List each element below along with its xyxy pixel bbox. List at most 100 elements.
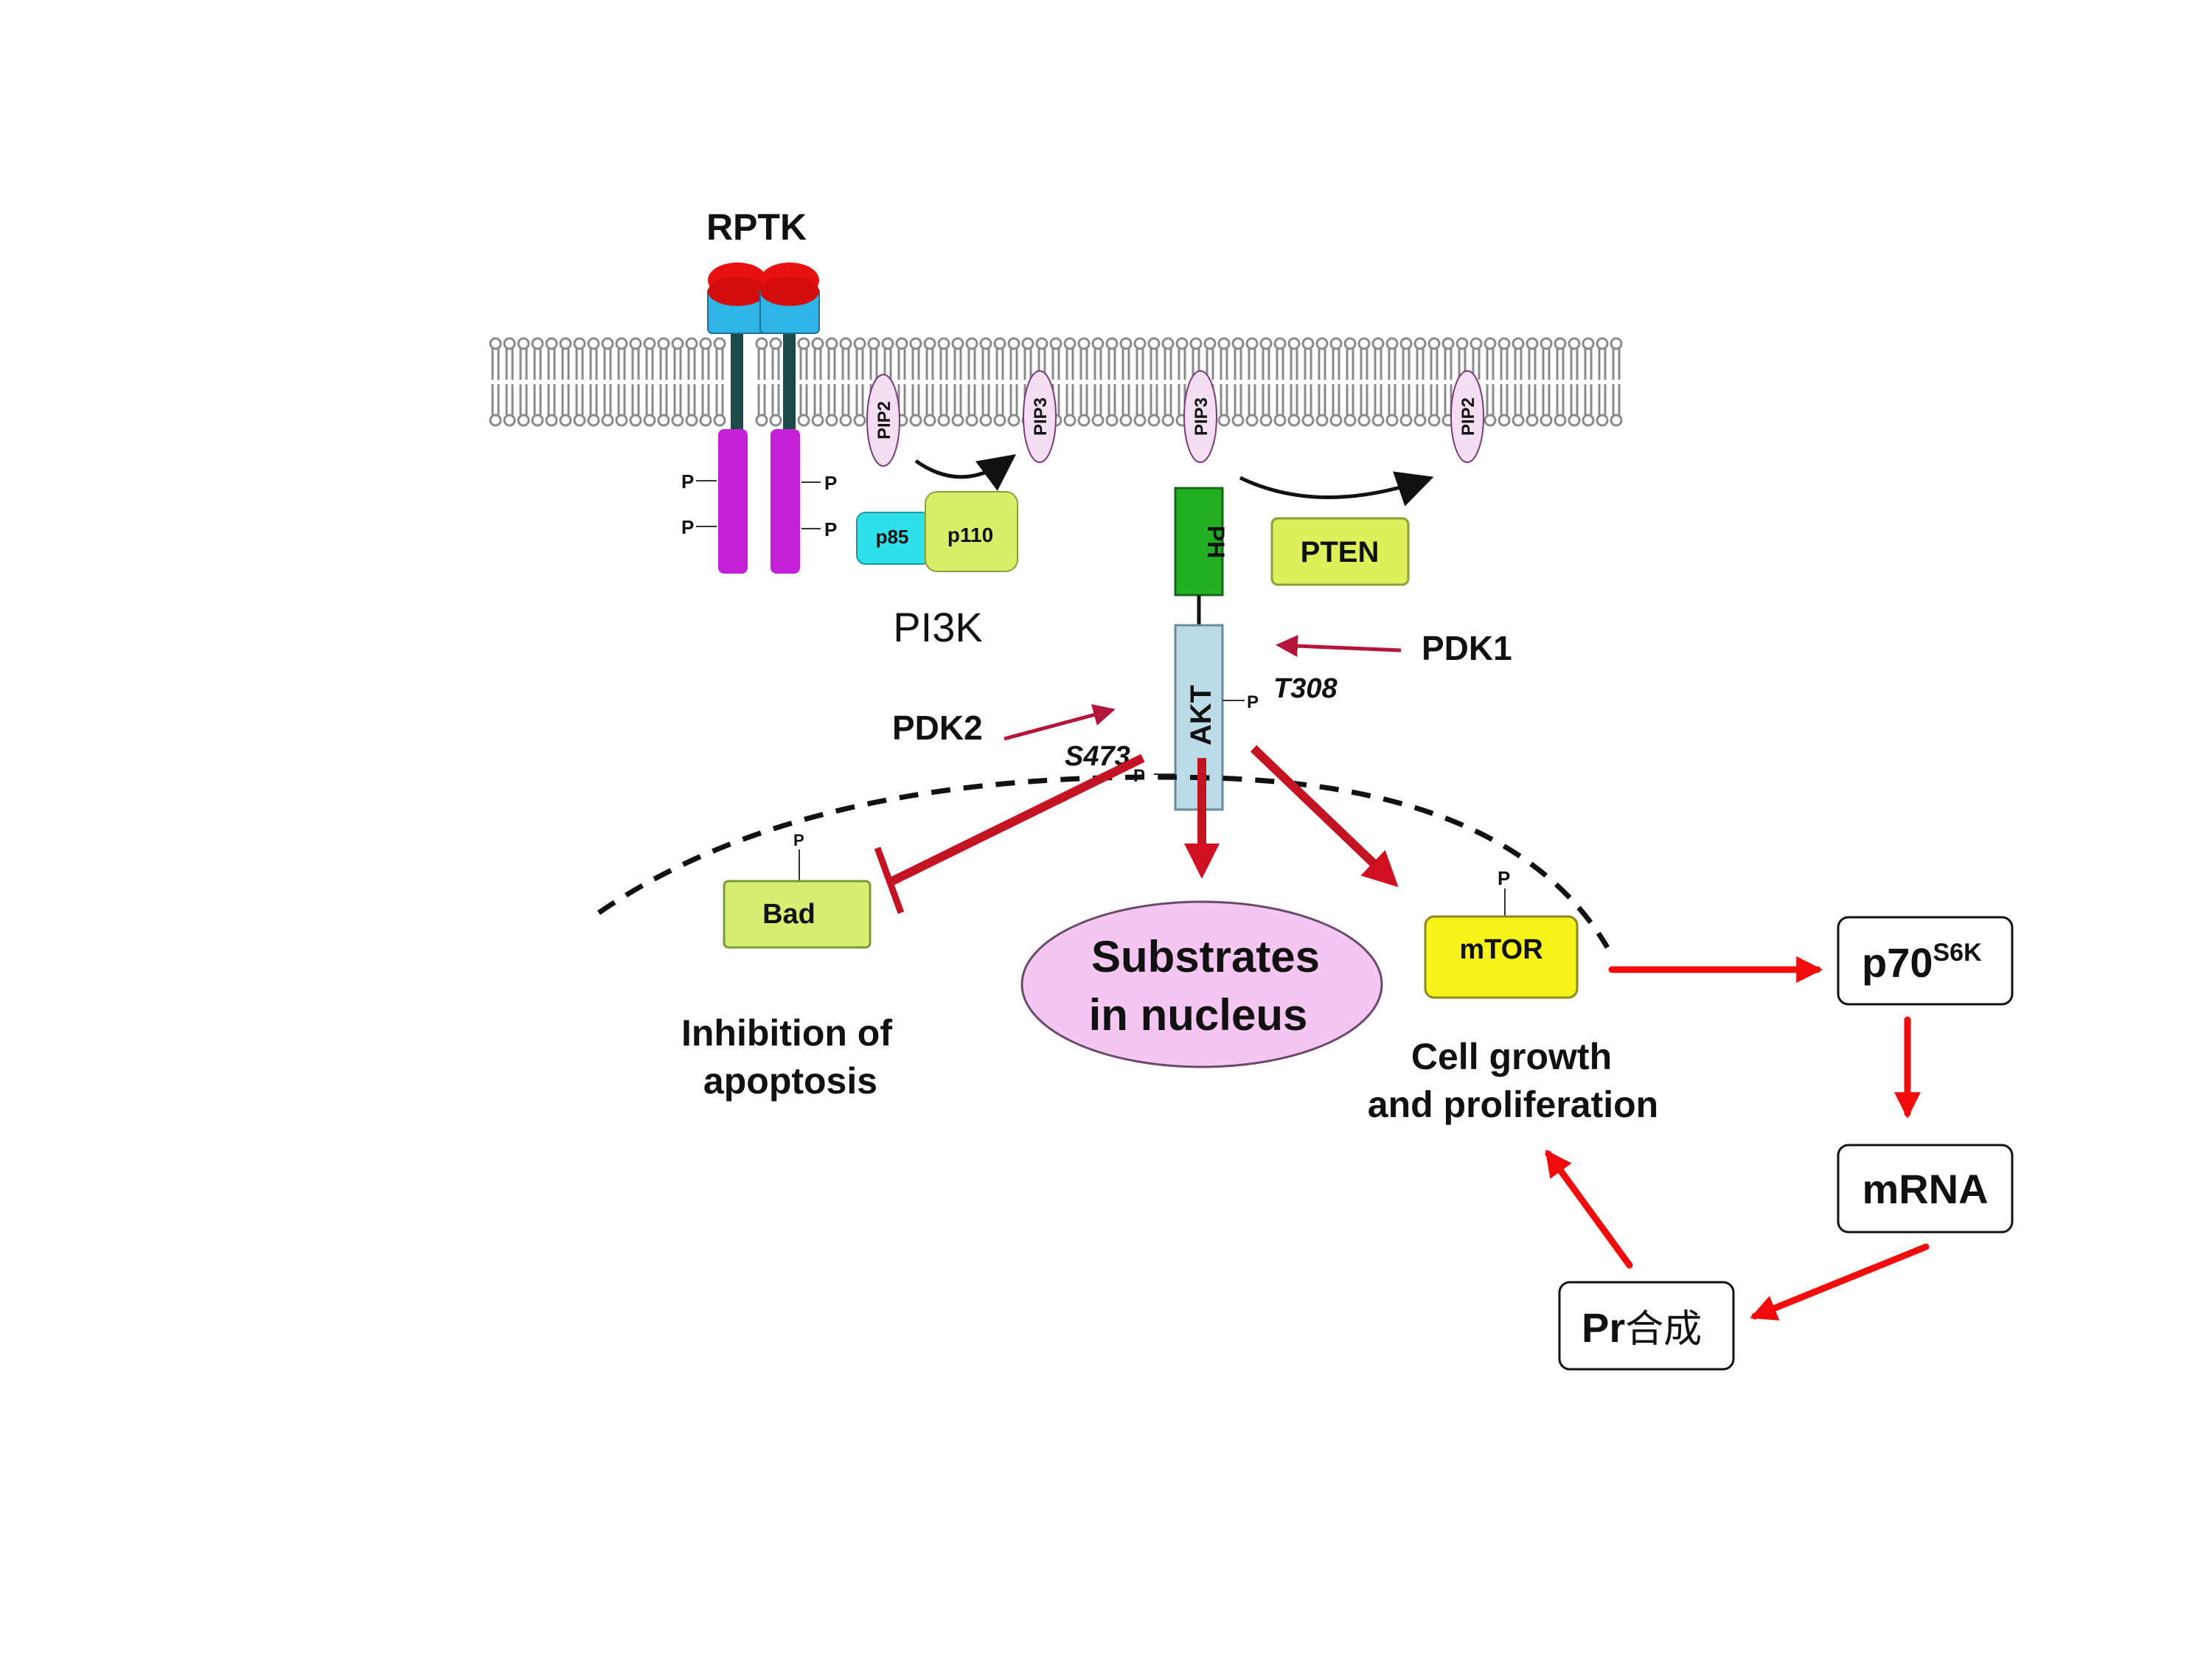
lipid-head bbox=[587, 414, 600, 427]
lipid-head bbox=[1091, 337, 1105, 350]
lipid-head bbox=[1315, 414, 1329, 427]
lipid-head bbox=[993, 414, 1006, 427]
lipid-head bbox=[839, 337, 852, 350]
t308-label: T308 bbox=[1273, 673, 1338, 704]
lipid-head bbox=[1189, 337, 1203, 350]
lipid-head bbox=[1526, 337, 1539, 350]
mrna-to-protein-arrow bbox=[1750, 1243, 1930, 1321]
lipid-head bbox=[573, 414, 586, 427]
akt-to-mtor-arrow bbox=[1250, 745, 1399, 888]
lipid-head bbox=[1540, 337, 1553, 350]
protein-synthesis-label: Pr合成 bbox=[1582, 1304, 1702, 1352]
receptor-monomer-right bbox=[759, 262, 820, 574]
lipid-head bbox=[1077, 414, 1091, 427]
nucleus-substrates: Substrates in nucleus bbox=[1020, 900, 1383, 1068]
lipid-head bbox=[1484, 337, 1497, 350]
lipid-head bbox=[671, 337, 684, 350]
pdk1-label: PDK1 bbox=[1422, 629, 1512, 667]
nuclear-envelope bbox=[597, 774, 1610, 949]
lipid-head bbox=[699, 414, 712, 427]
outcome-apoptosis: Inhibition of apoptosis bbox=[681, 1012, 892, 1102]
growth-label-line2: and proliferation bbox=[1368, 1084, 1658, 1125]
lipid-head bbox=[615, 414, 628, 427]
mrna-label: mRNA bbox=[1862, 1166, 1988, 1212]
mrna-box: mRNA bbox=[1837, 1144, 2014, 1234]
apoptosis-label-line2: apoptosis bbox=[703, 1060, 877, 1102]
lipid-head bbox=[1063, 337, 1077, 350]
phospho-label: P bbox=[824, 472, 837, 494]
lipid-head bbox=[545, 337, 558, 350]
lipid-head bbox=[1161, 337, 1175, 350]
lipid-head bbox=[657, 414, 670, 427]
lipid-head bbox=[1035, 337, 1048, 350]
apoptosis-label-line1: Inhibition of bbox=[681, 1012, 892, 1054]
lipid-head bbox=[643, 337, 656, 350]
protein-suffix: 合成 bbox=[1625, 1307, 1702, 1352]
lipid-head bbox=[1413, 337, 1427, 350]
lipid-head bbox=[1021, 337, 1034, 350]
lipid-head bbox=[811, 414, 824, 427]
lipid-head bbox=[1329, 337, 1343, 350]
lipid-head bbox=[1357, 414, 1371, 427]
lipid-head bbox=[1498, 337, 1511, 350]
lipid-head bbox=[1007, 337, 1020, 350]
lipid-pip3-akt: PIP3 bbox=[1183, 370, 1217, 463]
ph-domain bbox=[1174, 487, 1224, 597]
pi3k-conversion-arrow bbox=[914, 454, 1017, 491]
lipid-head bbox=[1231, 414, 1245, 427]
p70-superscript: S6K bbox=[1933, 939, 1983, 967]
lipid-head bbox=[531, 337, 544, 350]
lipid-head bbox=[1119, 337, 1133, 350]
lipid-head bbox=[629, 414, 642, 427]
lipid-head bbox=[559, 414, 572, 427]
lipid-head bbox=[1161, 414, 1175, 427]
lipid-head bbox=[1077, 337, 1091, 350]
lipid-head bbox=[713, 337, 726, 350]
pip2-label: PIP2 bbox=[874, 401, 894, 439]
ph-label: PH bbox=[1203, 526, 1229, 558]
lipid-head bbox=[1287, 337, 1301, 350]
lipid-pip3-left: PIP3 bbox=[1023, 370, 1057, 463]
lipid-head bbox=[503, 337, 516, 350]
lipid-head bbox=[517, 337, 530, 350]
lipid-head bbox=[1385, 337, 1399, 350]
lipid-head bbox=[1582, 337, 1595, 350]
lipid-head bbox=[1554, 414, 1567, 427]
lipid-head bbox=[1147, 337, 1161, 350]
lipid-head bbox=[545, 414, 558, 427]
lipid-head bbox=[853, 337, 866, 350]
lipid-head bbox=[951, 337, 964, 350]
lipid-head bbox=[853, 414, 866, 427]
p110-label: p110 bbox=[947, 524, 993, 546]
pten-conversion-arrow bbox=[1239, 471, 1434, 507]
mtor-protein: P mTOR bbox=[1424, 867, 1579, 999]
lipid-head bbox=[1329, 414, 1343, 427]
lipid-head bbox=[699, 337, 712, 350]
lipid-head bbox=[489, 337, 502, 350]
lipid-head bbox=[503, 414, 516, 427]
protein-prefix: Pr bbox=[1582, 1304, 1625, 1351]
lipid-head bbox=[1133, 337, 1147, 350]
lipid-head bbox=[951, 414, 964, 427]
lipid-head bbox=[1007, 414, 1020, 427]
p85-label: p85 bbox=[876, 526, 909, 548]
mtor-label: mTOR bbox=[1459, 934, 1543, 965]
pdk2: PDK2 bbox=[892, 703, 1116, 747]
lipid-head bbox=[1105, 414, 1119, 427]
lipid-head bbox=[1217, 337, 1231, 350]
lipid-head bbox=[657, 337, 670, 350]
p70-base: p70 bbox=[1862, 939, 1933, 986]
lipid-head bbox=[1582, 414, 1595, 427]
lipid-head bbox=[517, 414, 530, 427]
lipid-head bbox=[1287, 414, 1301, 427]
lipid-head bbox=[1540, 414, 1553, 427]
cell-membrane bbox=[489, 337, 1623, 427]
lipid-head bbox=[685, 337, 698, 350]
lipid-head bbox=[671, 414, 684, 427]
lipid-head bbox=[979, 337, 992, 350]
lipid-head bbox=[1371, 337, 1385, 350]
lipid-head bbox=[1147, 414, 1161, 427]
lipid-head bbox=[755, 337, 768, 350]
lipid-head bbox=[993, 337, 1006, 350]
